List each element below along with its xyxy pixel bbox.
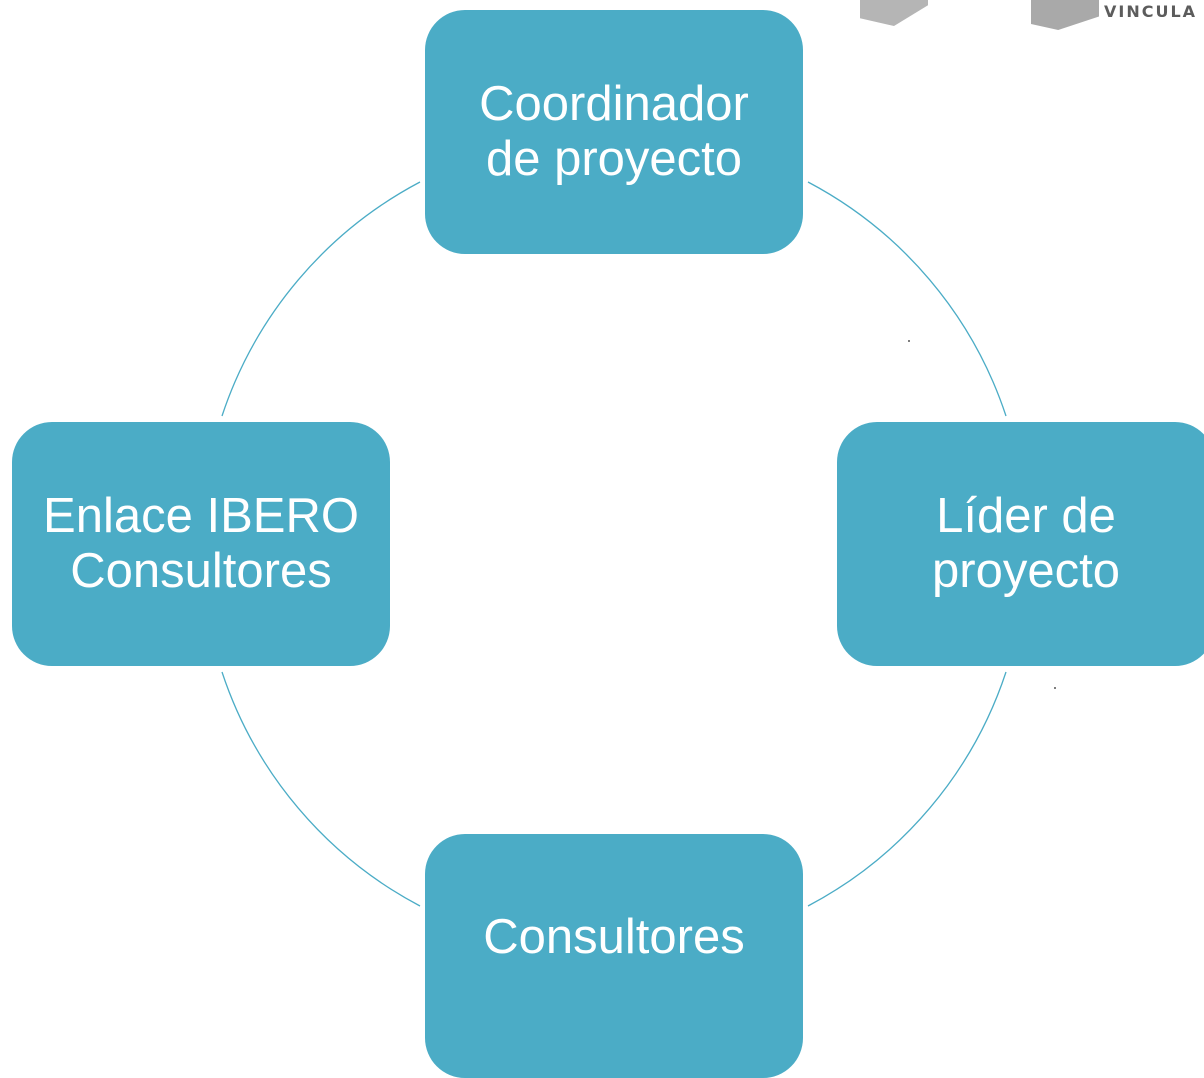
stray-dot <box>1054 687 1056 689</box>
logo-shape-right <box>1031 0 1099 30</box>
connector-left-top <box>221 181 421 417</box>
node-lider-de-proyecto: Líder de proyecto <box>837 422 1204 666</box>
institution-logo: VINCULA <box>855 0 1204 30</box>
logo-text: VINCULA <box>1104 2 1198 21</box>
connector-top-right <box>807 181 1007 417</box>
logo-shape-left <box>860 0 928 26</box>
stray-dot <box>908 340 910 342</box>
connector-right-bottom <box>807 671 1007 907</box>
node-enlace-ibero-consultores: Enlace IBERO Consultores <box>12 422 390 666</box>
node-coordinador-de-proyecto: Coordinador de proyecto <box>425 10 803 254</box>
connector-bottom-left <box>221 671 421 907</box>
node-consultores: Consultores <box>425 834 803 1078</box>
